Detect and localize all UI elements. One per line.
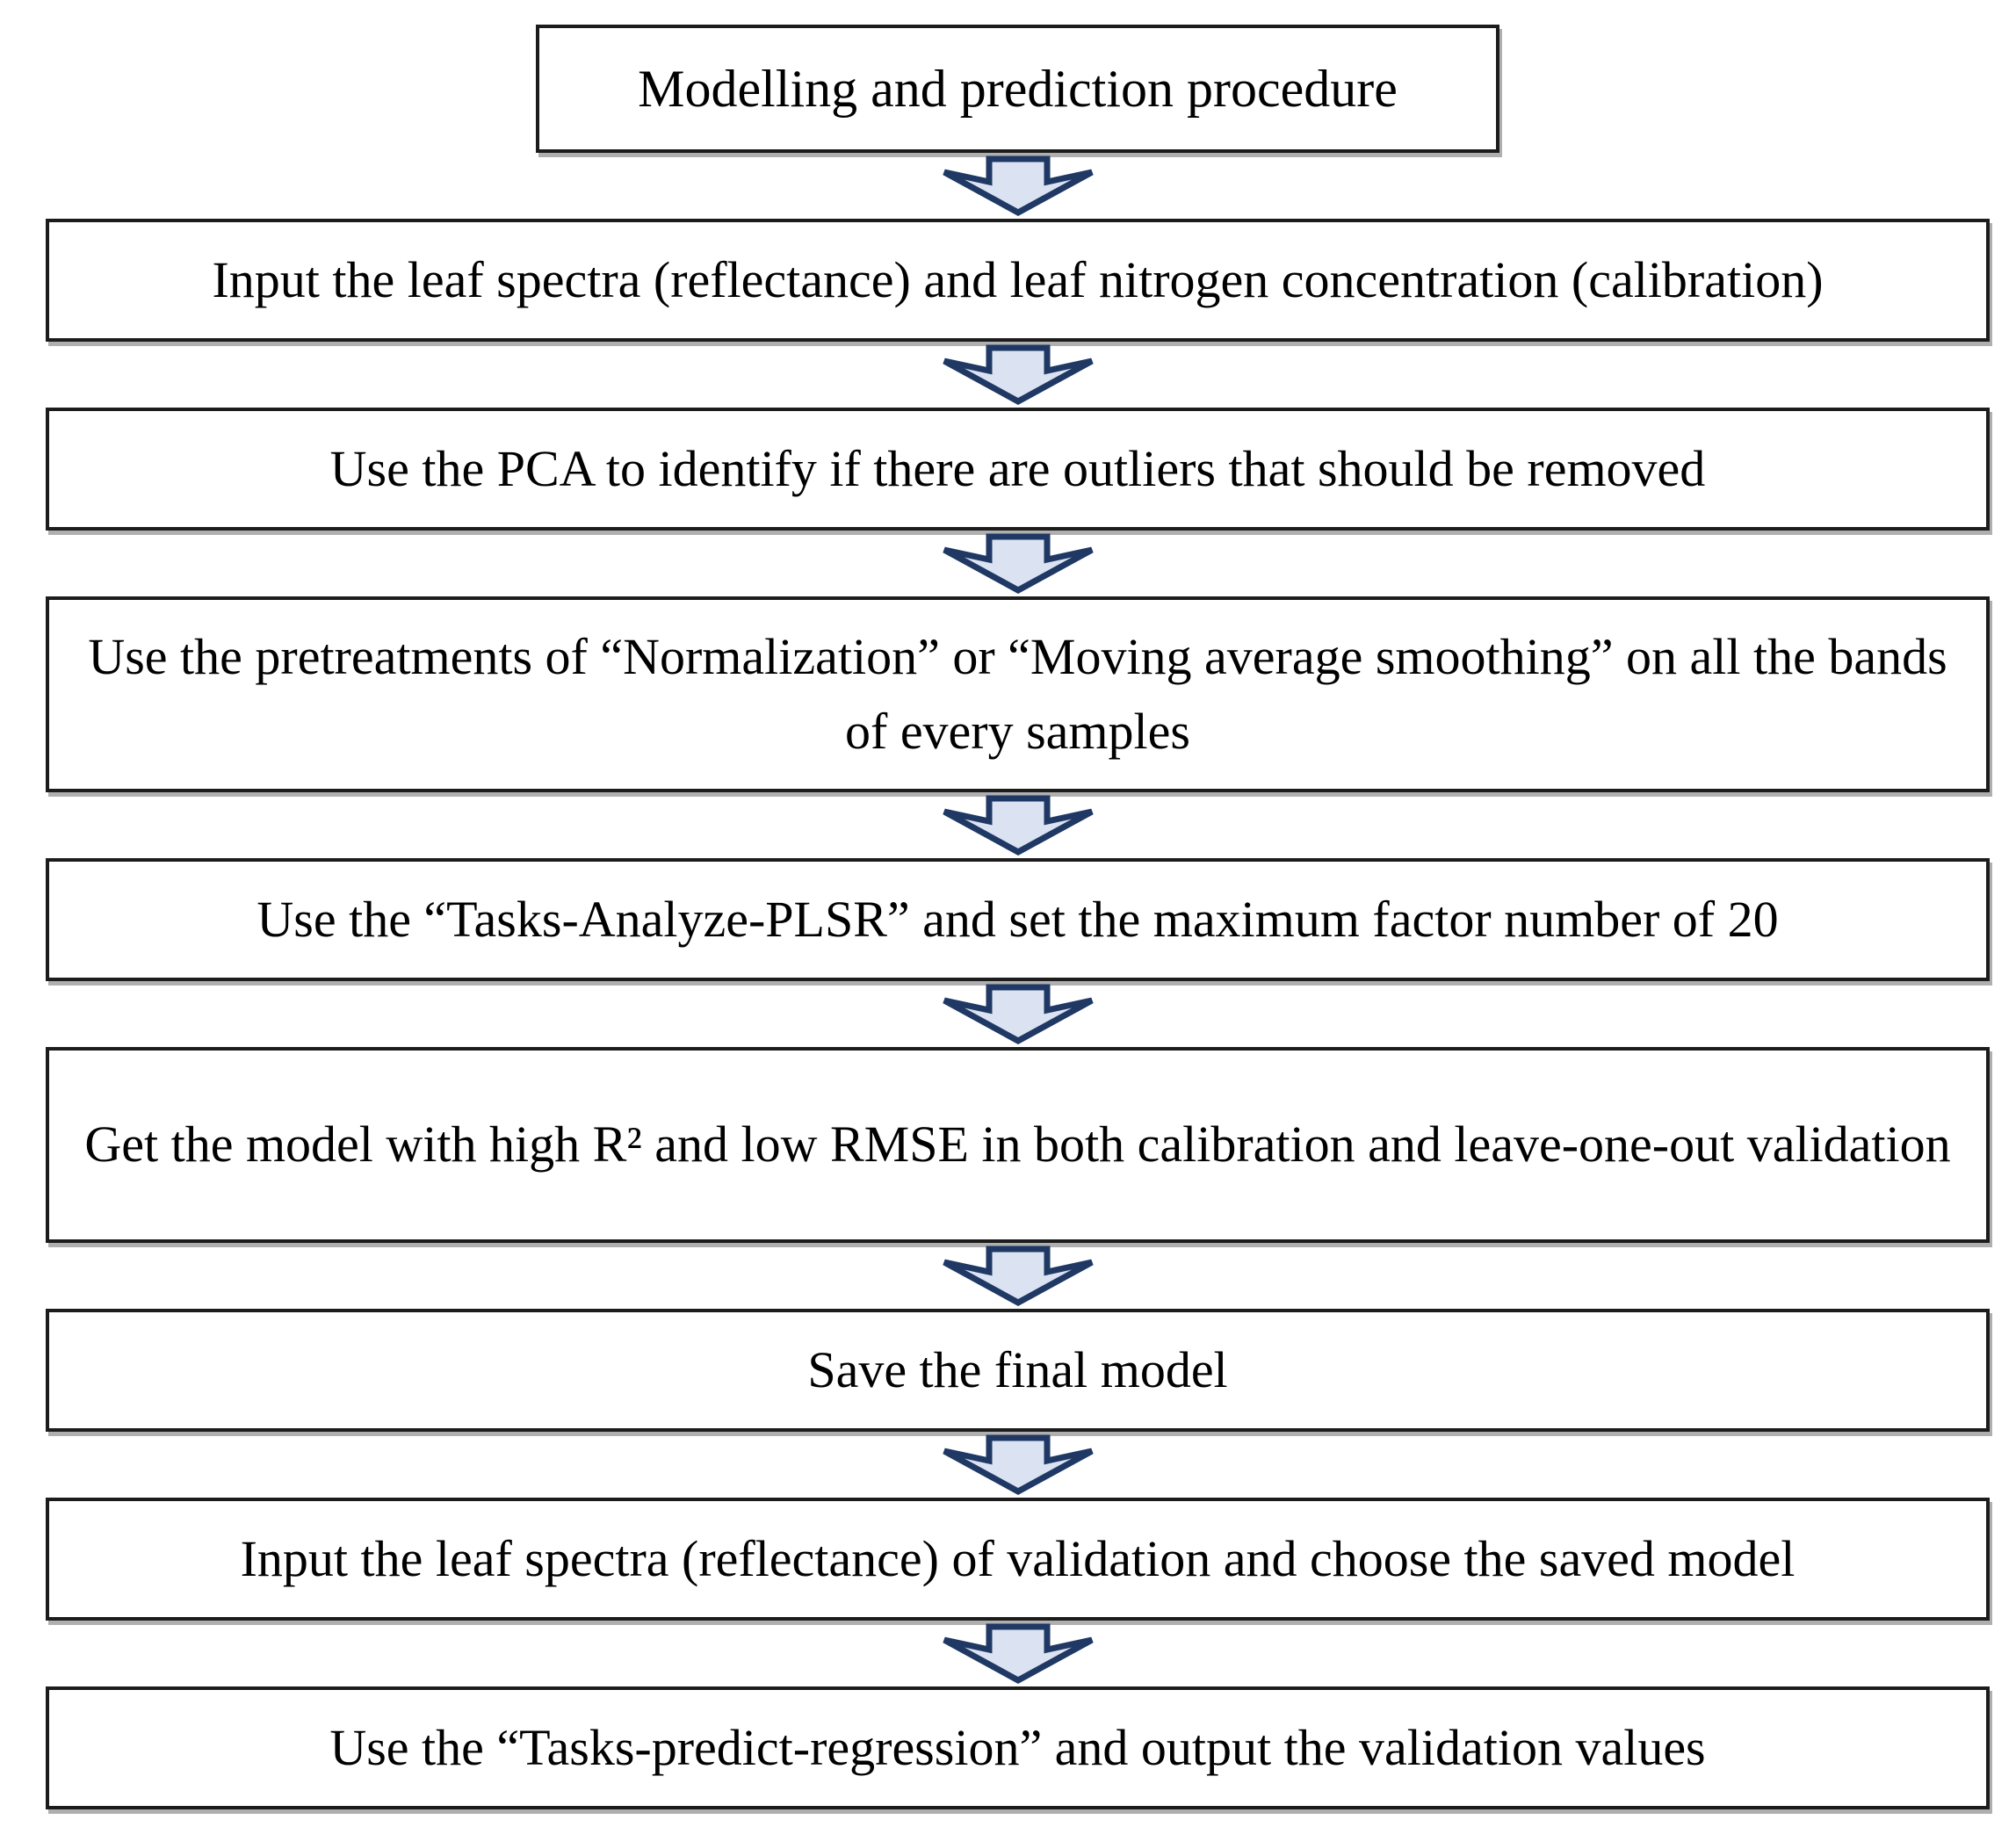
- connector-8: [46, 1621, 1990, 1686]
- flow-step-pca-outliers: Use the PCA to identify if there are out…: [46, 408, 1990, 531]
- down-arrow-icon: [942, 1246, 1094, 1306]
- down-arrow-icon: [942, 344, 1094, 405]
- connector-6: [46, 1243, 1990, 1309]
- flow-step-label: Input the leaf spectra (reflectance) of …: [240, 1529, 1796, 1587]
- flow-step-label: Use the pretreatments of “Normalization”…: [88, 628, 1947, 760]
- flow-step-save-model: Save the final model: [46, 1309, 1990, 1432]
- down-arrow-icon: [942, 1623, 1094, 1684]
- flow-step-label: Use the “Tasks-Analyze-PLSR” and set the…: [257, 890, 1779, 948]
- flow-step-label: Get the model with high R² and low RMSE …: [84, 1116, 1951, 1173]
- flow-step-label: Modelling and prediction procedure: [638, 59, 1398, 118]
- flow-step-model-selection: Get the model with high R² and low RMSE …: [46, 1047, 1990, 1243]
- flow-step-plsr: Use the “Tasks-Analyze-PLSR” and set the…: [46, 858, 1990, 981]
- flow-step-label: Input the leaf spectra (reflectance) and…: [212, 250, 1824, 308]
- flow-step-title: Modelling and prediction procedure: [536, 25, 1499, 153]
- down-arrow-icon: [942, 155, 1094, 216]
- connector-7: [46, 1432, 1990, 1498]
- connector-4: [46, 792, 1990, 858]
- connector-1: [46, 153, 1990, 219]
- down-arrow-icon: [942, 795, 1094, 856]
- flow-step-label: Use the “Tasks-predict-regression” and o…: [329, 1718, 1706, 1776]
- flow-step-pretreatments: Use the pretreatments of “Normalization”…: [46, 596, 1990, 792]
- flow-step-input-calibration: Input the leaf spectra (reflectance) and…: [46, 219, 1990, 342]
- flow-step-predict-regression: Use the “Tasks-predict-regression” and o…: [46, 1686, 1990, 1809]
- flow-step-label: Use the PCA to identify if there are out…: [329, 439, 1706, 497]
- down-arrow-icon: [942, 1434, 1094, 1495]
- down-arrow-icon: [942, 984, 1094, 1044]
- flow-step-label: Save the final model: [807, 1340, 1228, 1398]
- connector-5: [46, 981, 1990, 1047]
- connector-2: [46, 342, 1990, 408]
- down-arrow-icon: [942, 533, 1094, 594]
- connector-3: [46, 531, 1990, 596]
- flow-step-input-validation: Input the leaf spectra (reflectance) of …: [46, 1498, 1990, 1621]
